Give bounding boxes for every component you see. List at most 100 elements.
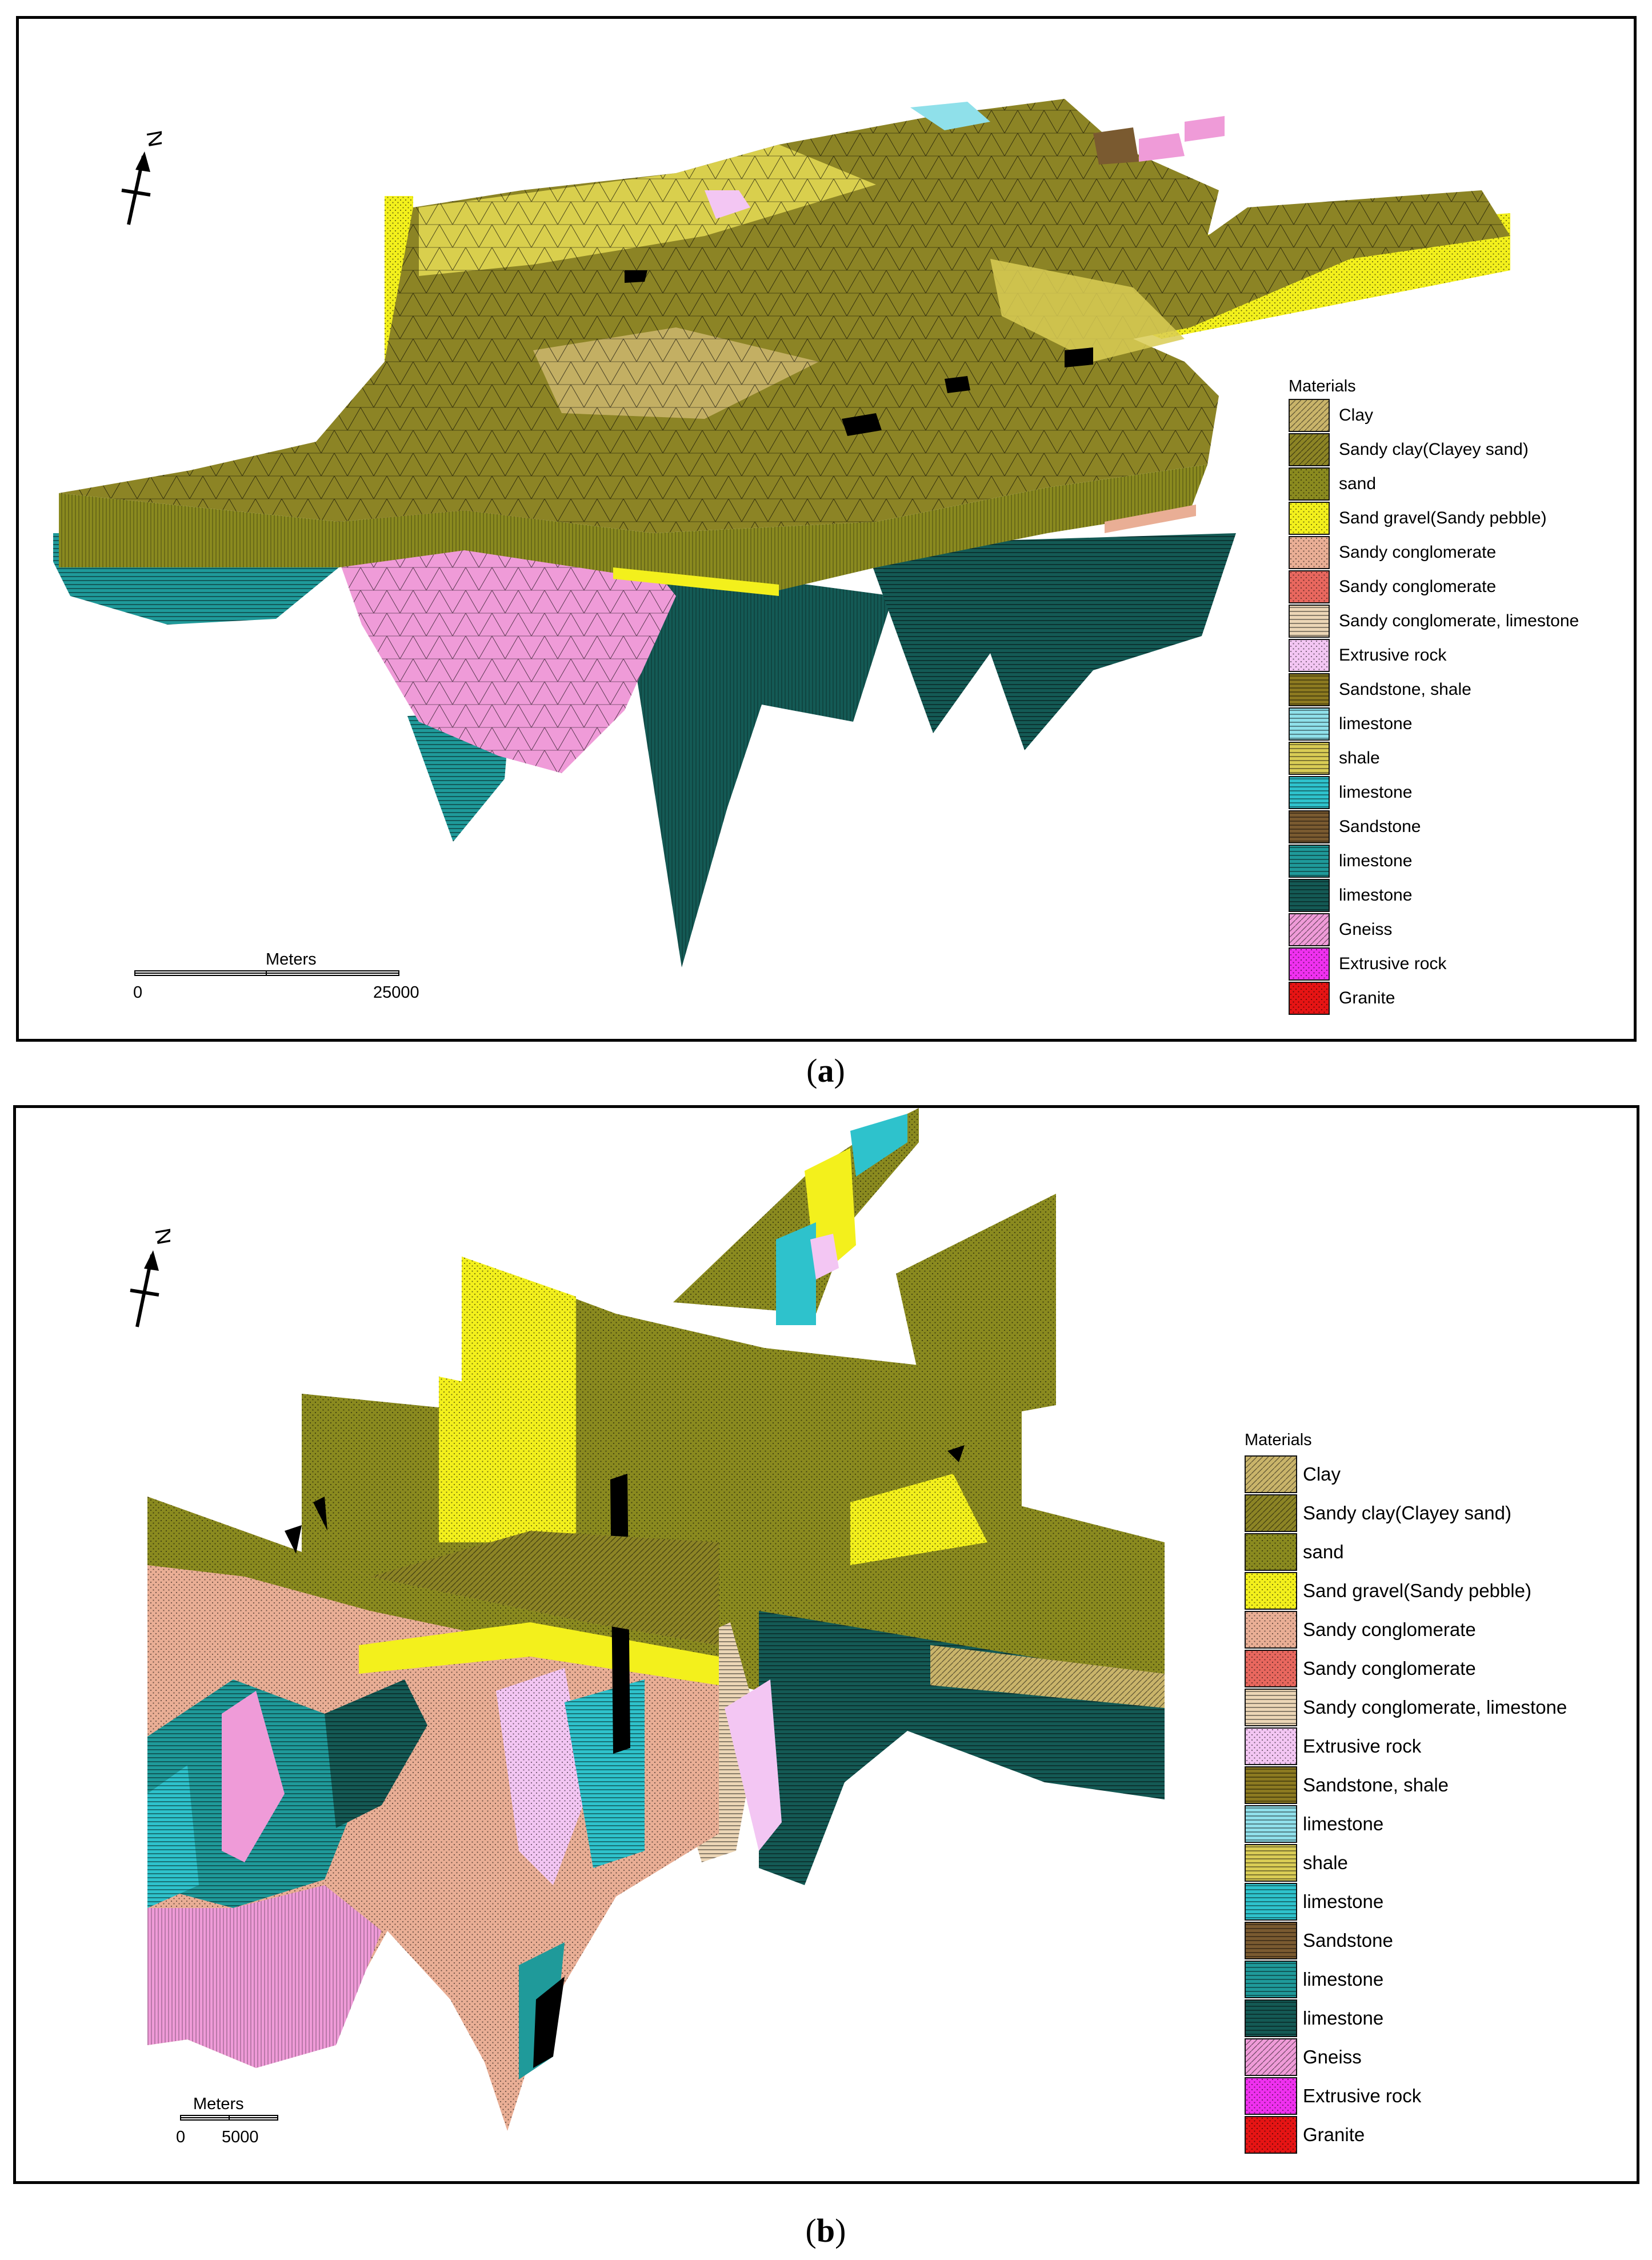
legend-swatch [1289,947,1330,981]
legend-swatch [1245,1844,1297,1882]
north-label: N [150,1226,170,1247]
legend-swatch [1289,502,1330,535]
legend-label: Extrusive rock [1339,954,1447,973]
scale-unit-label: Meters [193,2095,244,2113]
legend-swatch [1245,1650,1297,1687]
legend-swatch [1245,1922,1297,1959]
legend-item: Sandstone [1289,810,1631,843]
legend-label: limestone [1303,1891,1384,1912]
legend-item: Sandy conglomerate, limestone [1289,605,1631,638]
legend-label: limestone [1303,1969,1384,1990]
legend-item: Sandstone, shale [1245,1766,1633,1804]
scale-bar-a: Meters 0 25000 [133,950,419,1007]
legend-item: Sandy conglomerate, limestone [1245,1689,1633,1726]
legend-swatch [1289,913,1330,946]
legend-item: Gneiss [1289,913,1631,946]
scale-tick-max: 25000 [373,983,419,1002]
legend-swatch [1245,1572,1297,1610]
legend-swatch [1245,1999,1297,2037]
legend-swatch [1245,2116,1297,2154]
scale-tick-0: 0 [176,2128,186,2146]
legend-item: Sandy conglomerate [1289,570,1631,603]
legend-item: limestone [1245,1883,1633,1921]
legend-swatch [1289,639,1330,672]
legend-item: Clay [1289,399,1631,432]
legend-label: Clay [1303,1463,1341,1485]
legend-label: Sandstone, shale [1339,680,1471,699]
legend-item: Extrusive rock [1245,1727,1633,1765]
legend-item: Extrusive rock [1289,639,1631,672]
legend-swatch [1289,742,1330,775]
north-arrow-icon: N [121,129,162,225]
legend-label: Sandy conglomerate [1339,577,1497,596]
legend-label: limestone [1303,2007,1384,2029]
legend-label: Sand gravel(Sandy pebble) [1303,1580,1531,1601]
legend-label: Sandy conglomerate [1303,1619,1476,1640]
legend-title: Materials [1245,1431,1312,1449]
geologic-fence-diagram-b [147,1108,1165,2131]
legend-label: Sandy conglomerate [1303,1658,1476,1679]
legend-swatch [1289,982,1330,1015]
scale-unit-label: Meters [266,950,317,969]
legend-swatch [1245,1689,1297,1726]
legend-title: Materials [1289,377,1356,395]
legend-label: limestone [1303,1813,1384,1834]
legend-swatch [1245,1455,1297,1493]
legend-item: Sandy conglomerate [1289,536,1631,569]
legend-label: Sand gravel(Sandy pebble) [1339,509,1547,527]
caption-b: (b) [805,2212,846,2249]
legend-label: sand [1303,1541,1344,1562]
legend-item: Sand gravel(Sandy pebble) [1245,1572,1633,1610]
legend-item: limestone [1245,1961,1633,1998]
legend-item: Granite [1289,982,1631,1015]
legend-label: limestone [1339,886,1413,905]
legend-label: Granite [1339,989,1395,1007]
legend-swatch [1289,845,1330,878]
legend-item: Sandy conglomerate [1245,1650,1633,1687]
legend-item: shale [1289,742,1631,775]
legend-swatch [1289,605,1330,638]
legend-swatch [1245,1805,1297,1843]
north-arrow-icon: N [130,1226,170,1327]
legend-label: Extrusive rock [1303,1735,1422,1757]
scale-bar-b: Meters 0 5000 [170,2095,307,2152]
legend-swatch [1245,1766,1297,1804]
legend-swatch [1245,1533,1297,1571]
legend-swatch [1289,776,1330,809]
legend-label: shale [1339,749,1380,767]
legend-item: Gneiss [1245,2038,1633,2076]
legend-swatch [1289,399,1330,432]
legend-swatch [1245,2077,1297,2115]
legend-item: limestone [1245,1999,1633,2037]
legend-swatch [1245,1611,1297,1649]
legend-swatch [1245,2038,1297,2076]
legend-label: Sandstone [1339,817,1421,836]
geologic-3d-model-a [53,99,1510,967]
legend-label: limestone [1339,851,1413,870]
legend-swatch [1289,433,1330,466]
legend-item: Extrusive rock [1289,947,1631,981]
legend-swatch [1289,467,1330,501]
legend-swatch [1245,1727,1297,1765]
scale-tick-max: 5000 [222,2128,259,2146]
legend-label: Sandy conglomerate, limestone [1339,611,1579,630]
legend-item: Clay [1245,1455,1633,1493]
legend-item: Sandy clay(Clayey sand) [1245,1494,1633,1532]
legend-swatch [1245,1883,1297,1921]
legend-item: sand [1289,467,1631,501]
legend-label: Sandstone, shale [1303,1774,1449,1795]
legend-item: Sandy conglomerate [1245,1611,1633,1649]
legend-swatch [1289,707,1330,741]
legend-item: shale [1245,1844,1633,1882]
legend-label: Sandy clay(Clayey sand) [1303,1502,1511,1523]
north-label: N [141,129,162,149]
legend-swatch [1289,536,1330,569]
legend-label: Sandy conglomerate [1339,543,1497,562]
legend-label: Sandy clay(Clayey sand) [1339,440,1529,459]
legend-label: Gneiss [1339,920,1393,939]
legend-label: limestone [1339,783,1413,802]
legend-item: Sandy clay(Clayey sand) [1289,433,1631,466]
